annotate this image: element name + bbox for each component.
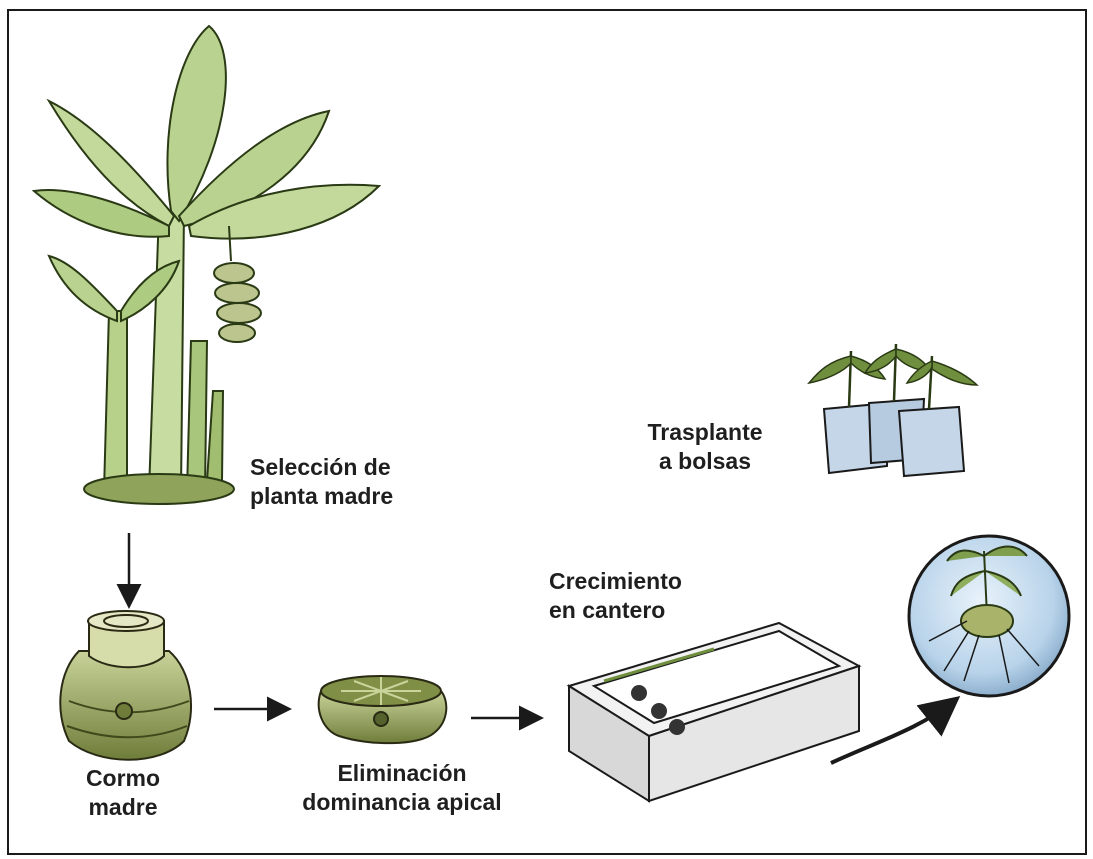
label-seleccion-line2: planta madre xyxy=(250,483,394,509)
label-crecimiento: Crecimiento en cantero xyxy=(549,567,682,625)
plantlet-sphere-illustration xyxy=(907,534,1071,698)
mother-corm-illustration xyxy=(59,610,193,761)
cut-corm-illustration xyxy=(317,675,448,745)
label-crecimiento-line1: Crecimiento xyxy=(549,568,682,594)
label-eliminacion: Eliminación dominancia apical xyxy=(297,759,507,817)
bagged-plants-illustration xyxy=(807,343,979,478)
curved-arrow xyxy=(830,696,961,765)
banana-plant-illustration xyxy=(31,24,382,505)
label-crecimiento-line2: en cantero xyxy=(549,597,666,623)
label-cormo-line2: madre xyxy=(88,794,158,820)
label-seleccion-line1: Selección de xyxy=(250,454,391,480)
diagram-frame: Selección de planta madre Cormo madre El… xyxy=(7,9,1087,855)
nursery-bed-illustration xyxy=(566,621,862,803)
label-cormo: Cormo madre xyxy=(73,764,173,822)
diagram-art xyxy=(31,24,1071,803)
label-trasplante-line2: a bolsas xyxy=(658,448,752,474)
label-cormo-line1: Cormo xyxy=(85,765,161,791)
label-trasplante: Trasplante a bolsas xyxy=(640,418,770,476)
label-trasplante-line1: Trasplante xyxy=(647,419,763,445)
label-seleccion: Selección de planta madre xyxy=(250,453,393,511)
label-eliminacion-line2: dominancia apical xyxy=(302,789,502,815)
label-eliminacion-line1: Eliminación xyxy=(337,760,467,786)
